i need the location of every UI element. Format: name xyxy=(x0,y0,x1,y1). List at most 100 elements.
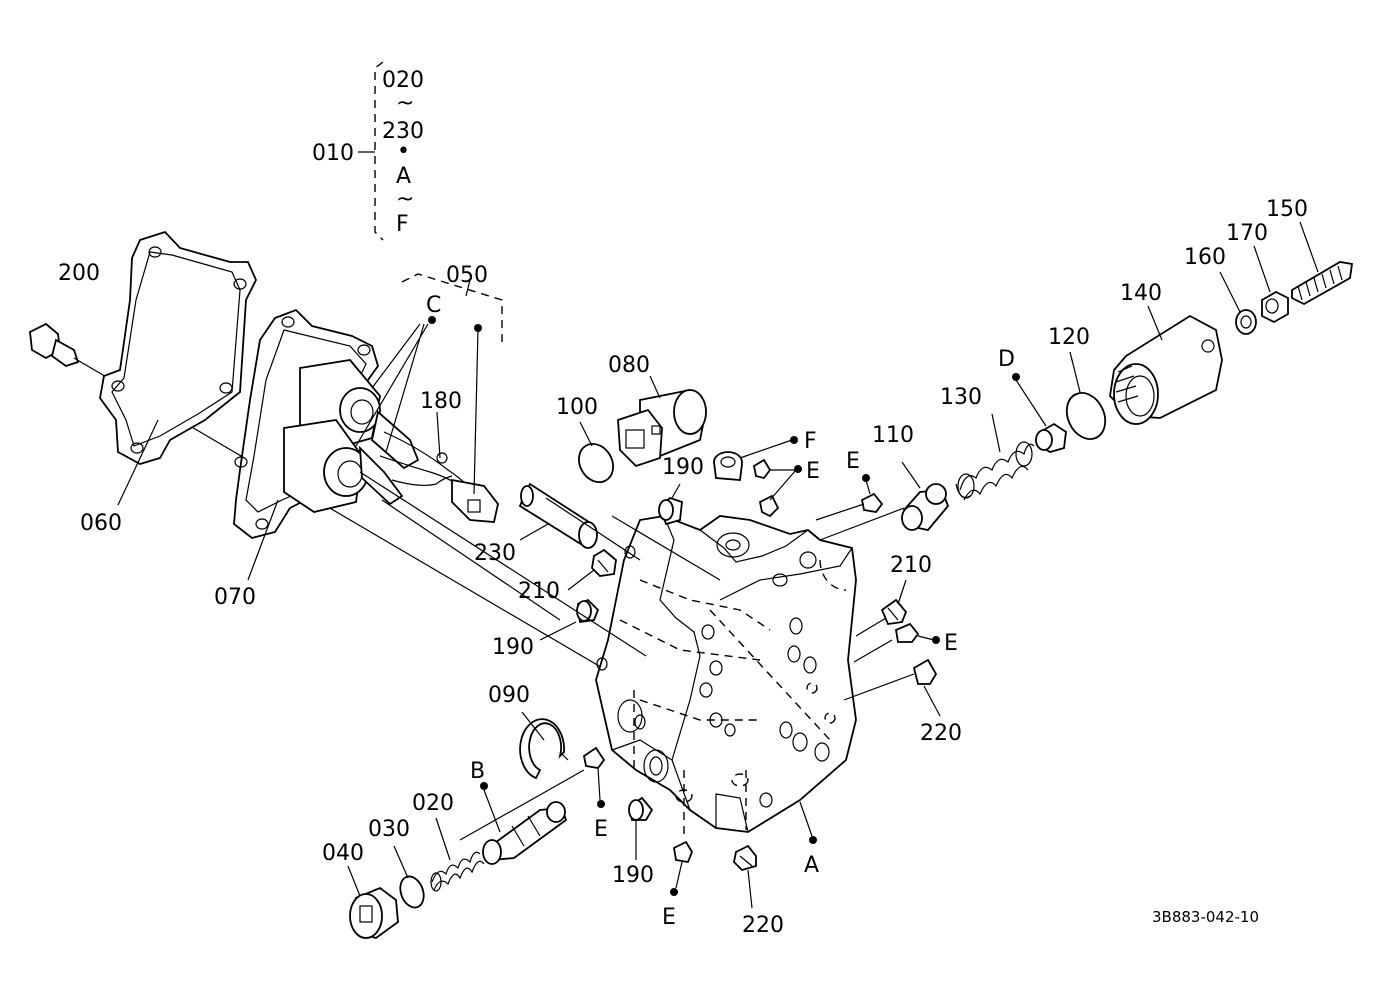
part-A-valve-body xyxy=(595,515,857,840)
label-E-top: E xyxy=(806,459,820,484)
leader-070 xyxy=(247,499,279,581)
part-220-right xyxy=(912,658,941,717)
leader-100 xyxy=(579,421,593,447)
label-E-right: E xyxy=(944,631,958,656)
part-220-bottom xyxy=(733,844,757,909)
group-item-tilde-2: ~ xyxy=(396,187,414,212)
label-190-middle: 190 xyxy=(492,635,534,660)
label-220-bottom: 220 xyxy=(742,913,784,938)
label-160: 160 xyxy=(1184,245,1226,270)
label-210-right: 210 xyxy=(890,553,932,578)
label-D: D xyxy=(998,347,1015,372)
part-130-spring xyxy=(955,413,1035,501)
assembly-bracket xyxy=(358,61,384,241)
bracket-050 xyxy=(401,273,503,342)
label-190-top: 190 xyxy=(662,455,704,480)
reference-dot-A xyxy=(809,836,817,844)
part-100-oring xyxy=(578,443,614,483)
part-170-nut xyxy=(1253,245,1289,324)
label-B: B xyxy=(470,759,485,784)
part-160-washer xyxy=(1219,271,1257,335)
label-E-bottom: E xyxy=(662,905,676,930)
label-E-upper-right: E xyxy=(846,449,860,474)
part-090-snap-ring xyxy=(519,711,569,780)
label-180: 180 xyxy=(420,389,462,414)
part-040-plug xyxy=(347,865,399,939)
label-140: 140 xyxy=(1120,281,1162,306)
leader-120 xyxy=(1069,351,1081,393)
reference-dot-C xyxy=(428,316,436,324)
leader-060 xyxy=(117,419,159,506)
part-150-bolt xyxy=(1291,221,1354,306)
label-080: 080 xyxy=(608,353,650,378)
leader-C-3 xyxy=(355,323,429,447)
part-230-pipe xyxy=(518,482,598,549)
part-E-right xyxy=(894,622,935,643)
part-E-lower-left xyxy=(582,746,606,801)
label-220-right: 220 xyxy=(920,721,962,746)
part-060-cover xyxy=(99,230,257,465)
part-F-cap xyxy=(713,439,793,481)
group-item-230: 230 xyxy=(382,119,424,144)
reference-dot-E-lower-left xyxy=(597,800,605,808)
part-140-housing xyxy=(1109,305,1223,425)
part-110-spool xyxy=(901,461,950,531)
label-C: C xyxy=(426,293,441,318)
part-020-spring xyxy=(430,817,485,892)
part-B-spool xyxy=(482,789,568,865)
part-190-middle xyxy=(539,598,600,641)
part-050-solenoids xyxy=(283,323,499,523)
reference-dot-E-top xyxy=(794,465,802,473)
leader-050-label xyxy=(465,279,471,297)
label-E-lower-left: E xyxy=(594,817,608,842)
label-F: F xyxy=(804,429,817,454)
label-060: 060 xyxy=(80,511,122,536)
group-item-020: 020 xyxy=(382,68,424,93)
leader-180 xyxy=(436,411,441,459)
part-E-bottom xyxy=(673,840,694,889)
leader-A xyxy=(799,801,813,837)
label-050: 050 xyxy=(446,263,488,288)
label-120: 120 xyxy=(1048,325,1090,350)
reference-dot-050 xyxy=(474,324,482,332)
part-080-sensor xyxy=(617,389,707,468)
leader-050 xyxy=(473,329,479,495)
label-030: 030 xyxy=(368,817,410,842)
reference-dot-E-right xyxy=(932,636,940,644)
group-item-F: F xyxy=(396,212,409,237)
label-040: 040 xyxy=(322,841,364,866)
label-230: 230 xyxy=(474,541,516,566)
label-190-bottom: 190 xyxy=(612,863,654,888)
part-190-top xyxy=(658,483,683,526)
part-030-oring xyxy=(393,845,425,909)
part-E-top xyxy=(752,458,797,518)
part-210-right xyxy=(880,579,908,625)
label-200: 200 xyxy=(58,261,100,286)
part-D-piston xyxy=(1015,379,1067,453)
part-210-left xyxy=(567,548,617,591)
reference-dot-B xyxy=(480,782,488,790)
label-010: 010 xyxy=(312,141,354,166)
part-120-oring xyxy=(1065,392,1107,440)
reference-dot-D xyxy=(1012,373,1020,381)
group-item-A: A xyxy=(396,164,411,189)
group-item-bullet: • xyxy=(397,139,410,164)
reference-dot-E-upper-right xyxy=(862,474,870,482)
label-A: A xyxy=(804,853,819,878)
label-090: 090 xyxy=(488,683,530,708)
label-110: 110 xyxy=(872,423,914,448)
label-130: 130 xyxy=(940,385,982,410)
leader-C-2 xyxy=(385,323,425,453)
group-item-tilde-1: ~ xyxy=(396,91,414,116)
label-070: 070 xyxy=(214,585,256,610)
leader-C-1 xyxy=(371,323,421,389)
label-020: 020 xyxy=(412,791,454,816)
label-150: 150 xyxy=(1266,197,1308,222)
reference-dot-E-bottom xyxy=(670,888,678,896)
label-170: 170 xyxy=(1226,221,1268,246)
explode-axes xyxy=(359,471,915,841)
label-100: 100 xyxy=(556,395,598,420)
leader-080 xyxy=(649,375,661,399)
